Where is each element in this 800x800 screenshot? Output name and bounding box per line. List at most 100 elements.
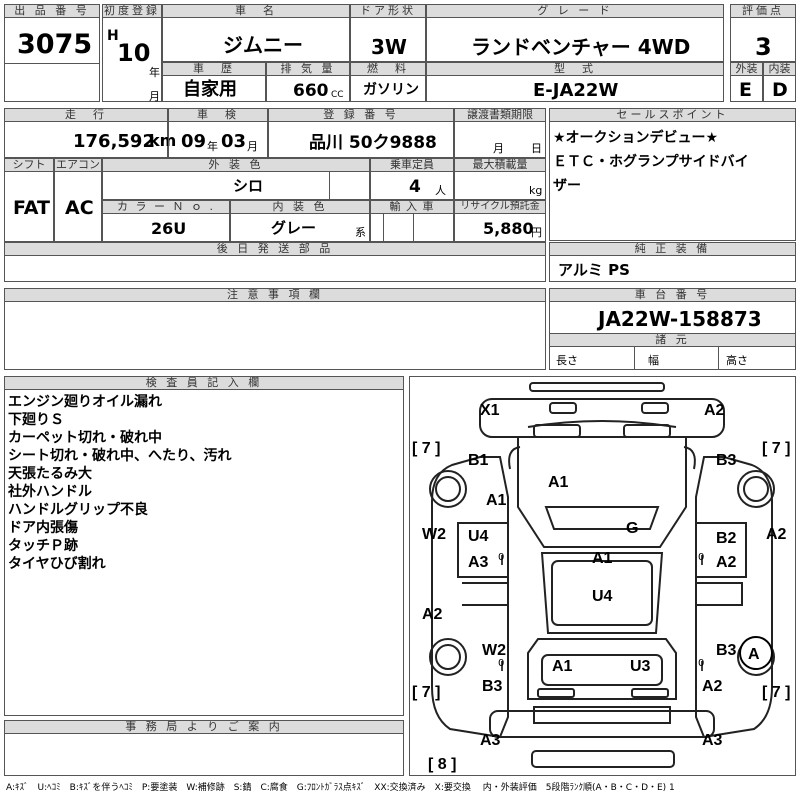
lot-number-cell: 出 品 番 号 3075 (4, 4, 100, 102)
displacement-unit: CC (331, 90, 344, 100)
inspection-cell: 車 検 09 年 03 月 (168, 108, 268, 158)
score: 3 (755, 33, 772, 61)
inspector-note-line: ハンドルグリップ不良 (8, 502, 148, 518)
zero-marker: 0 (498, 658, 505, 669)
damage-label: U3 (630, 658, 651, 675)
inspection-header: 車 検 (169, 109, 267, 122)
damage-label: G (626, 520, 639, 537)
chassis-number: JA22W-158873 (598, 307, 762, 331)
ext-grade: E (739, 79, 752, 101)
office-notice-header: 事 務 局 よ り ご 案 内 (5, 721, 403, 734)
chassis-cell: 車 台 番 号 JA22W-158873 諸 元 長さ 幅 高さ (549, 288, 796, 370)
later-parts-header: 後 日 発 送 部 品 (5, 243, 545, 256)
car-name: ジムニー (223, 33, 303, 57)
damage-label: A3 (702, 732, 723, 749)
door-header: ドア形状 (351, 5, 425, 18)
car-name-cell: 車 名 ジムニー (162, 4, 350, 62)
damage-label: A1 (592, 550, 613, 567)
damage-label: A (748, 646, 760, 663)
color-cell: 外 装 色 シロ (102, 158, 370, 200)
door-cell: ドア形状 3W (350, 4, 426, 62)
month-unit: 月 (149, 90, 160, 103)
damage-label: B3 (716, 642, 737, 659)
history: 自家用 (183, 79, 237, 100)
damage-label: X1 (480, 402, 500, 419)
transfer-month-unit: 月 (493, 142, 504, 155)
model-cell: 型 式 E-JA22W (426, 62, 724, 102)
capacity-cell: 乗車定員 4 人 (370, 158, 454, 200)
inspection-month: 03 (221, 131, 247, 152)
score-header: 評価点 (731, 5, 795, 18)
inspection-month-unit: 月 (247, 140, 258, 153)
interior-color-header: 内 装 色 (231, 201, 369, 214)
damage-label: B3 (482, 678, 503, 695)
grade: ランドベンチャー 4WD (471, 35, 691, 59)
int-grade-header: 内装 (764, 63, 795, 76)
body-color: シロ (233, 177, 264, 195)
sales-line-1: ★オークションデビュー★ (553, 130, 719, 146)
dimensions-header: 諸 元 (550, 333, 795, 347)
damage-label: A2 (716, 554, 737, 571)
inspector-note-line: 天張たるみ大 (8, 466, 92, 482)
sales-point-cell: セールスポイント ★オークションデビュー★ ＥＴＣ・ホグランプサイドバイ ザー (549, 108, 796, 241)
transfer-day-unit: 日 (531, 142, 542, 155)
max-load-cell: 最大積載量 kg (454, 158, 546, 200)
ext-grade-header: 外装 (731, 63, 762, 76)
equipment-header: 純 正 装 備 (550, 243, 795, 256)
inspector-note-line: カーペット切れ・破れ中 (8, 430, 162, 446)
shift: FAT (13, 197, 50, 219)
grade-cell: グ レ ー ド ランドベンチャー 4WD (426, 4, 724, 62)
damage-label: A2 (702, 678, 723, 695)
inspector-note-line: シート切れ・破れ中、へたり、汚れ (8, 448, 232, 464)
equipment-cell: 純 正 装 備 アルミ PS (549, 242, 796, 282)
history-cell: 車 歴 自家用 (162, 62, 266, 102)
inspector-note-line: タイヤひび割れ (8, 556, 106, 572)
int-grade: D (772, 79, 788, 101)
office-notice-panel: 事 務 局 よ り ご 案 内 (4, 720, 404, 776)
tire-tread-marker: [ 7 ] (412, 684, 441, 701)
ac: AC (65, 197, 94, 219)
inspector-note-line: エンジン廻りオイル漏れ (8, 394, 162, 410)
later-parts-cell: 後 日 発 送 部 品 (4, 242, 546, 282)
displacement-header: 排 気 量 (267, 63, 349, 76)
model-header: 型 式 (427, 63, 723, 76)
damage-label: B3 (716, 452, 737, 469)
inspector-note-line: 下廻りＳ (8, 412, 64, 428)
zero-marker: 0 (498, 552, 505, 563)
recycle-fee: 5,880 (483, 219, 534, 238)
year-unit: 年 (149, 66, 160, 79)
damage-label: A3 (480, 732, 501, 749)
damage-label: A1 (548, 474, 569, 491)
damage-label: W2 (482, 642, 506, 659)
inspector-note-line: タッチＰ跡 (8, 538, 78, 554)
ext-grade-cell: 外装 E (730, 62, 763, 102)
mileage-unit: km (149, 131, 177, 150)
color-no-cell: カ ラ ー Ｎ ｏ . 26U (102, 200, 230, 242)
first-registration-cell: 初度登録 H 10 年 月 (102, 4, 162, 102)
damage-label: U4 (468, 528, 489, 545)
max-load-unit: kg (529, 184, 543, 197)
interior-color-cell: 内 装 色 グレー 系 (230, 200, 370, 242)
damage-label: B2 (716, 530, 737, 547)
tire-tread-marker: [ 8 ] (428, 756, 457, 773)
mileage-header: 走 行 (5, 109, 167, 122)
first-registration-header: 初度登録 (103, 5, 161, 18)
damage-label: A2 (704, 402, 725, 419)
capacity-header: 乗車定員 (371, 159, 453, 172)
inspector-note-line: 社外ハンドル (8, 484, 92, 500)
recycle-cell: リサイクル預託金 5,880 円 (454, 200, 546, 242)
ac-header: エアコン (55, 159, 101, 172)
history-header: 車 歴 (163, 63, 265, 76)
chassis-header: 車 台 番 号 (550, 289, 795, 302)
displacement-cell: 排 気 量 660 CC (266, 62, 350, 102)
damage-label: A1 (552, 658, 573, 675)
tire-tread-marker: [ 7 ] (412, 440, 441, 457)
height-label: 高さ (726, 354, 748, 367)
transfer-cell: 譲渡書類期限 月 日 (454, 108, 546, 158)
score-cell: 評価点 3 (730, 4, 796, 62)
zero-marker: 0 (698, 658, 705, 669)
car-outline-drawing (429, 382, 775, 768)
zero-marker: 0 (698, 552, 705, 563)
fuel-cell: 燃 料 ガソリン (350, 62, 426, 102)
plate-cell: 登 録 番 号 品川 50ク9888 (268, 108, 454, 158)
